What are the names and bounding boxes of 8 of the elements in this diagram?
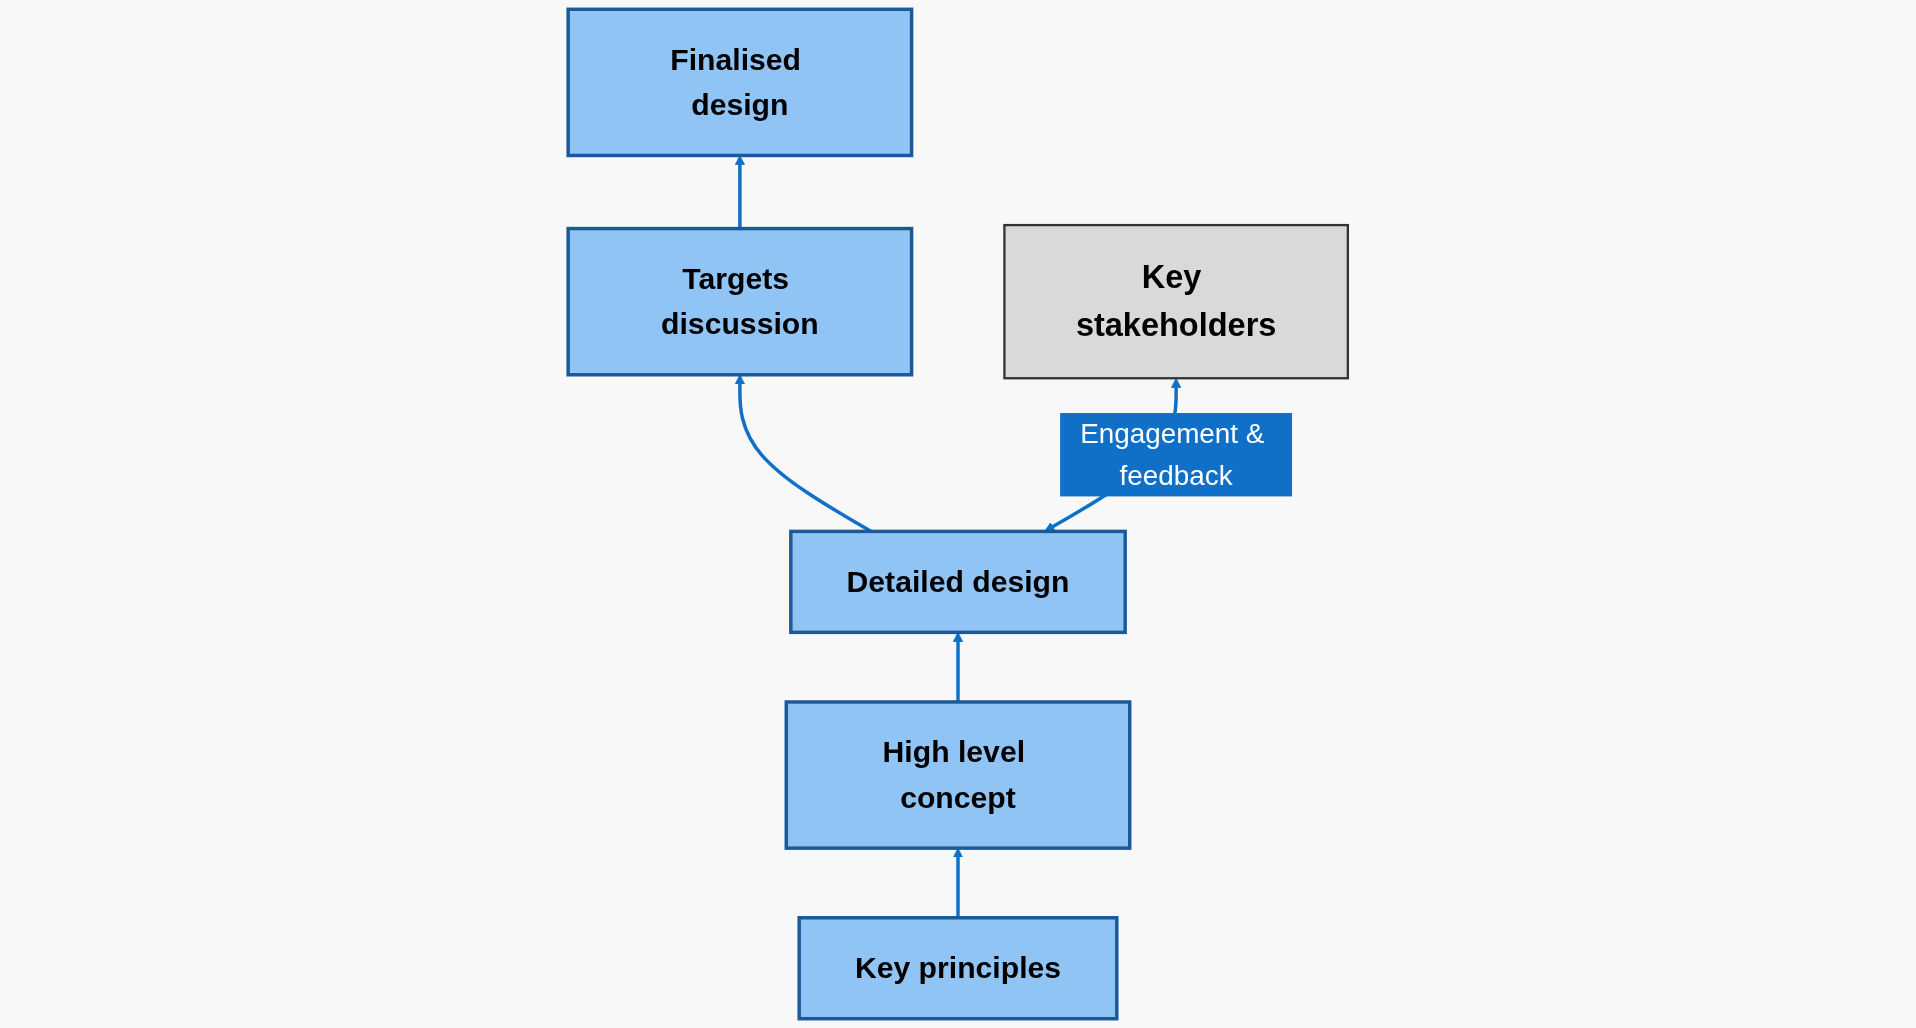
node-box: Detailed design xyxy=(789,529,1127,635)
arrow xyxy=(734,155,745,229)
node-box: Finalised design xyxy=(566,7,914,158)
node-box: Targets discussion xyxy=(566,226,914,377)
node-box: Key principles xyxy=(797,916,1119,1021)
node-box: Key stakeholders xyxy=(1003,223,1349,380)
edge-label: Engagement & feedback xyxy=(1080,417,1265,491)
node-box: High level concept xyxy=(784,700,1132,850)
